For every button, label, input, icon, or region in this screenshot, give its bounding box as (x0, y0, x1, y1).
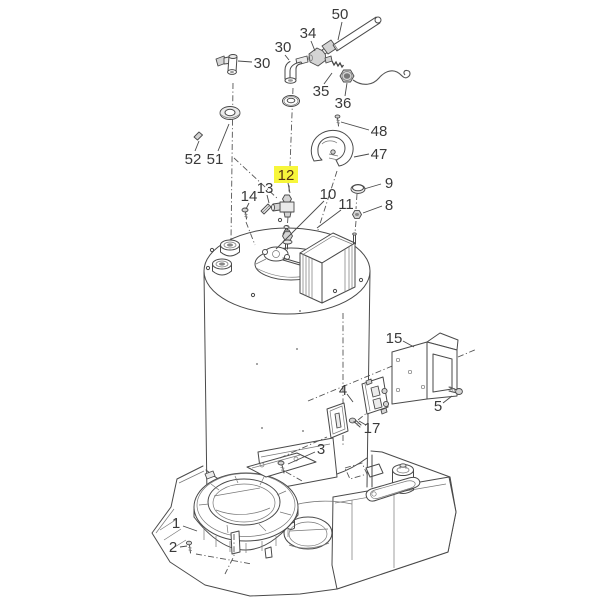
part-label-52[interactable]: 52 (185, 151, 202, 168)
leader-line-48 (340, 121, 370, 131)
supply-fitting-12 (271, 194, 295, 218)
pan-front-wall (331, 476, 457, 590)
part-label-10[interactable]: 10 (320, 186, 337, 203)
part-label-1[interactable]: 1 (172, 515, 180, 532)
screw-5 (448, 386, 463, 395)
leader-line-3 (287, 451, 316, 465)
spring-35 (331, 60, 345, 69)
alignment-line (307, 346, 439, 402)
leader-line-12 (287, 182, 291, 194)
compression-nut (282, 231, 293, 250)
junction-box (299, 232, 356, 304)
part-label-4[interactable]: 4 (339, 382, 347, 399)
blower-housing (193, 452, 317, 559)
part-label-50[interactable]: 50 (332, 6, 349, 23)
part-label-11[interactable]: 11 (338, 196, 354, 213)
tank-top-rivets (205, 217, 364, 298)
part-label-15[interactable]: 15 (386, 330, 403, 347)
leader-line-17 (358, 420, 367, 426)
alignment-line (195, 553, 253, 565)
tank-group (203, 217, 371, 498)
leader-line-52 (194, 140, 200, 152)
part-label-36[interactable]: 36 (335, 95, 352, 112)
part-label-14[interactable]: 14 (241, 188, 258, 205)
leader-line-47 (353, 153, 370, 158)
screw-3 (277, 460, 286, 474)
leader-line-30 (237, 60, 253, 63)
screw-17 (348, 417, 362, 428)
leader-line-51 (217, 123, 230, 152)
leader-line-9 (363, 183, 382, 190)
nut-8 (352, 210, 362, 219)
base-pan-group (151, 450, 457, 597)
leader-line-8 (362, 205, 383, 214)
part-label-3[interactable]: 3 (317, 441, 325, 458)
pin-13 (260, 203, 272, 215)
washer-30 (282, 95, 300, 107)
part-label-17[interactable]: 17 (364, 420, 381, 437)
leader-line-36 (344, 82, 348, 97)
part-label-30[interactable]: 30 (254, 55, 271, 72)
cap-9 (350, 184, 366, 194)
part-label-47[interactable]: 47 (371, 146, 388, 163)
alignment-line (245, 221, 256, 246)
leader-line-14 (245, 202, 250, 210)
leader-line-15 (402, 340, 415, 348)
pan-tray-recess (365, 476, 421, 502)
part-label-51[interactable]: 51 (207, 151, 224, 168)
pin-52 (193, 131, 203, 141)
screw-2 (185, 540, 193, 554)
alignment-line (285, 471, 305, 483)
leader-line-13 (266, 194, 270, 204)
tank-body-dots (256, 310, 304, 432)
heat-trap-tube-50 (321, 16, 382, 55)
alignment-line (233, 157, 279, 200)
part-label-8[interactable]: 8 (385, 197, 393, 214)
leader-line-35 (323, 72, 333, 85)
leader-line-5 (442, 395, 453, 404)
anode-stud (352, 232, 357, 245)
alignment-line (286, 216, 289, 231)
alignment-line (279, 436, 328, 459)
nut-36 (339, 69, 355, 83)
elbow-fitting-right (284, 55, 309, 84)
alignment-line (317, 170, 338, 231)
part-label-9[interactable]: 9 (385, 175, 393, 192)
part-label-35[interactable]: 35 (313, 83, 330, 100)
part-label-30[interactable]: 30 (275, 39, 292, 56)
elbow-fitting-left (215, 54, 238, 75)
leader-line-11 (316, 209, 342, 229)
leader-line-4 (346, 393, 354, 403)
gas-valve-plates (326, 376, 390, 439)
part-label-48[interactable]: 48 (371, 123, 388, 140)
alignment-line (354, 193, 358, 234)
part-label-2[interactable]: 2 (169, 539, 177, 556)
leader-line-50 (337, 21, 343, 41)
alignment-line (457, 348, 478, 358)
leader-line-2 (179, 545, 188, 548)
alignment-rect (344, 462, 368, 480)
part-label-5[interactable]: 5 (434, 398, 442, 415)
thermocouple-wire (352, 69, 411, 85)
water-nipple (212, 258, 232, 276)
alignment-line (357, 411, 369, 421)
mounting-bracket-15 (391, 332, 459, 405)
part-label-34[interactable]: 34 (300, 25, 317, 42)
pilot-cover-47 (310, 129, 354, 167)
pan-floor-features (268, 454, 421, 515)
screw-48 (334, 114, 341, 127)
leader-line-1 (182, 525, 198, 532)
washer-51 (219, 106, 241, 120)
screw-14 (241, 207, 249, 220)
water-nipple (220, 239, 240, 257)
leader-line-10 (275, 200, 325, 250)
part-label-13[interactable]: 13 (257, 180, 274, 197)
leader-line-34 (310, 40, 316, 52)
part-label-highlight (274, 166, 298, 183)
leader-line-30 (284, 54, 290, 61)
part-label-12[interactable]: 12 (278, 167, 295, 184)
